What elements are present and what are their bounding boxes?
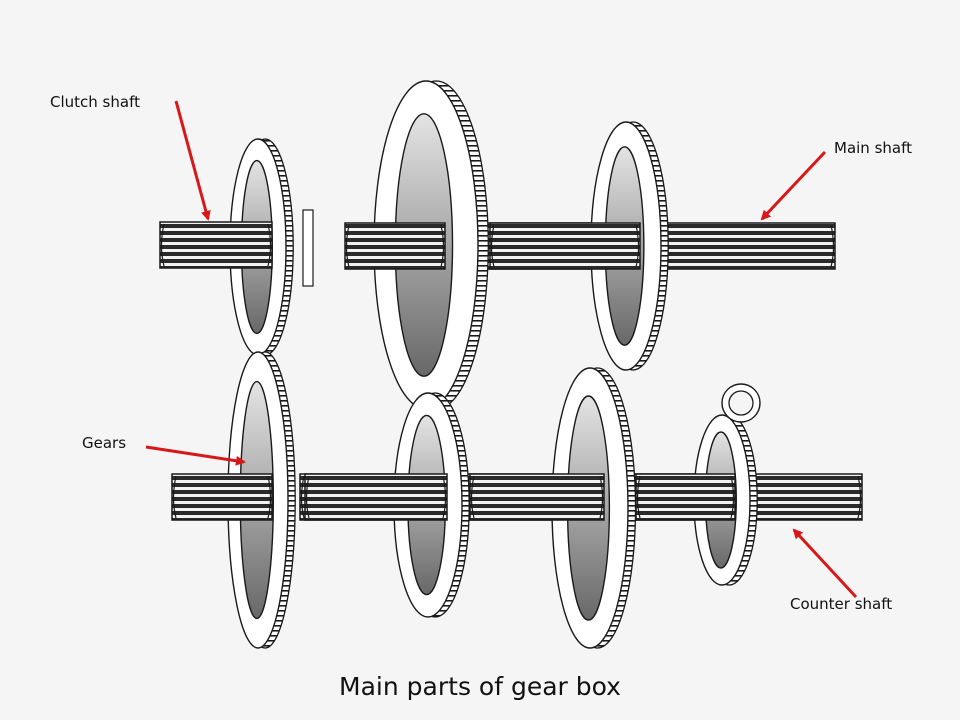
main-shaft-arrow bbox=[760, 150, 827, 221]
clutch-shaft-label: Clutch shaft bbox=[50, 93, 140, 111]
clutch-shaft bbox=[159, 221, 273, 269]
reverse-idler-gear bbox=[721, 383, 761, 423]
gears-label: Gears bbox=[82, 434, 127, 452]
gears-arrow bbox=[145, 445, 246, 466]
counter-shaft-front bbox=[171, 473, 273, 521]
counter-shaft-arrow bbox=[792, 528, 858, 599]
counter-shaft-seg2 bbox=[304, 473, 448, 521]
counter-shaft-seg4 bbox=[635, 473, 736, 521]
clutch-shaft-arrow bbox=[174, 100, 211, 221]
main-shaft-label: Main shaft bbox=[834, 139, 912, 157]
clutch-collar bbox=[302, 209, 314, 287]
main-shaft-mid bbox=[489, 222, 641, 270]
counter-shaft-label: Counter shaft bbox=[790, 595, 893, 613]
counter-shaft-seg3 bbox=[469, 473, 605, 521]
diagram-caption: Main parts of gear box bbox=[339, 672, 621, 701]
main-shaft-front bbox=[344, 222, 446, 270]
